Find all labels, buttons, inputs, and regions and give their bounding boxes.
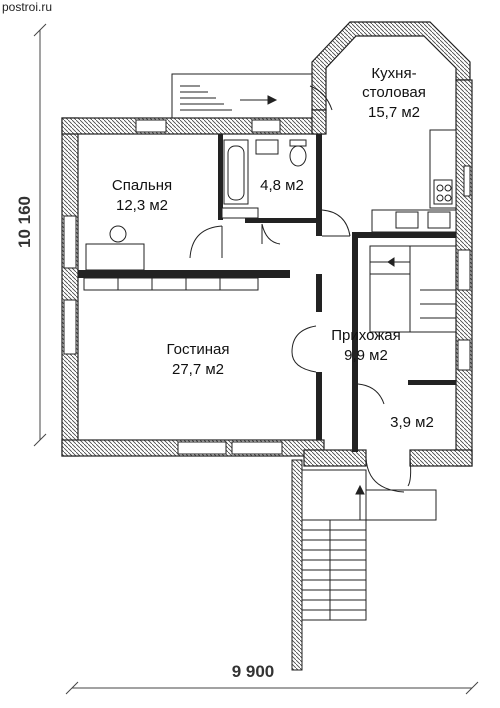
interior-walls	[78, 134, 456, 452]
entrance-steps	[291, 459, 437, 671]
kitchen-name: Кухня- столовая	[362, 65, 426, 101]
stairs-top	[171, 73, 313, 119]
bedroom-area: 12,3 м2	[115, 197, 169, 214]
bath-fixtures	[221, 139, 307, 219]
site-watermark: postroi.ru	[2, 0, 53, 14]
bedroom-furniture	[83, 225, 259, 291]
stairs-interior	[369, 245, 457, 333]
kitchen-area: 15,7 м2	[367, 104, 421, 121]
height-dimension-label: 10 160	[15, 196, 34, 248]
windows	[63, 119, 471, 455]
hall-area: 9,9 м2	[344, 347, 388, 364]
width-dimension-label: 9 900	[231, 662, 275, 681]
living-name: Гостиная	[166, 341, 230, 358]
doors	[189, 85, 412, 493]
kitchen-counter	[371, 129, 471, 233]
bathroom-area: 4,8 м2	[260, 177, 304, 194]
bedroom-name: Спальня	[111, 177, 173, 194]
living-area: 27,7 м2	[171, 361, 225, 378]
storage-area: 3,9 м2	[390, 414, 434, 431]
hall-name: Прихожая	[331, 327, 401, 344]
dimension-horizontal	[65, 681, 479, 695]
dimension-vertical	[33, 23, 47, 447]
